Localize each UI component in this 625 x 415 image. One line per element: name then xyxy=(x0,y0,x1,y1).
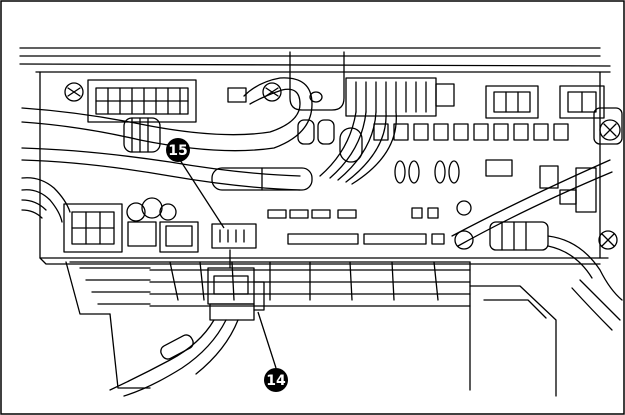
board-screw-left xyxy=(64,82,84,102)
lower-resistors xyxy=(267,200,472,245)
left-wire-bundle xyxy=(21,177,71,223)
connector-top-right-a xyxy=(485,85,539,119)
board-screw-bottom-right xyxy=(598,230,618,250)
leader-line-14 xyxy=(257,311,277,369)
connector-bottom-left xyxy=(63,203,123,253)
chassis-top xyxy=(19,47,611,73)
leader-line-15 xyxy=(179,159,225,229)
round-components xyxy=(297,119,460,184)
connector-top-left xyxy=(87,79,197,123)
capacitors-left xyxy=(126,197,199,253)
target-connector xyxy=(211,223,257,249)
capacitor-top-right xyxy=(593,107,623,145)
plug-cable xyxy=(109,319,239,397)
wire-bundle-center xyxy=(319,111,397,185)
board-screw-right xyxy=(599,119,621,141)
small-chip xyxy=(227,87,247,103)
heat-sink xyxy=(65,261,557,397)
callout-15: 15 xyxy=(166,138,190,162)
connector-top-center xyxy=(345,77,455,117)
cable-sleeve xyxy=(211,167,313,191)
main-cable xyxy=(21,77,313,191)
connector-top-right-b xyxy=(559,85,605,119)
callout-15-label: 15 xyxy=(168,143,187,159)
cable-lower-right xyxy=(571,279,621,331)
mounting-bracket xyxy=(289,51,345,111)
callout-14-label: 14 xyxy=(266,373,286,389)
plug-connector xyxy=(207,249,265,321)
ferrite-core xyxy=(123,117,161,153)
cable-right xyxy=(451,159,623,301)
callout-14: 14 xyxy=(264,368,288,392)
component-squares xyxy=(373,123,569,141)
